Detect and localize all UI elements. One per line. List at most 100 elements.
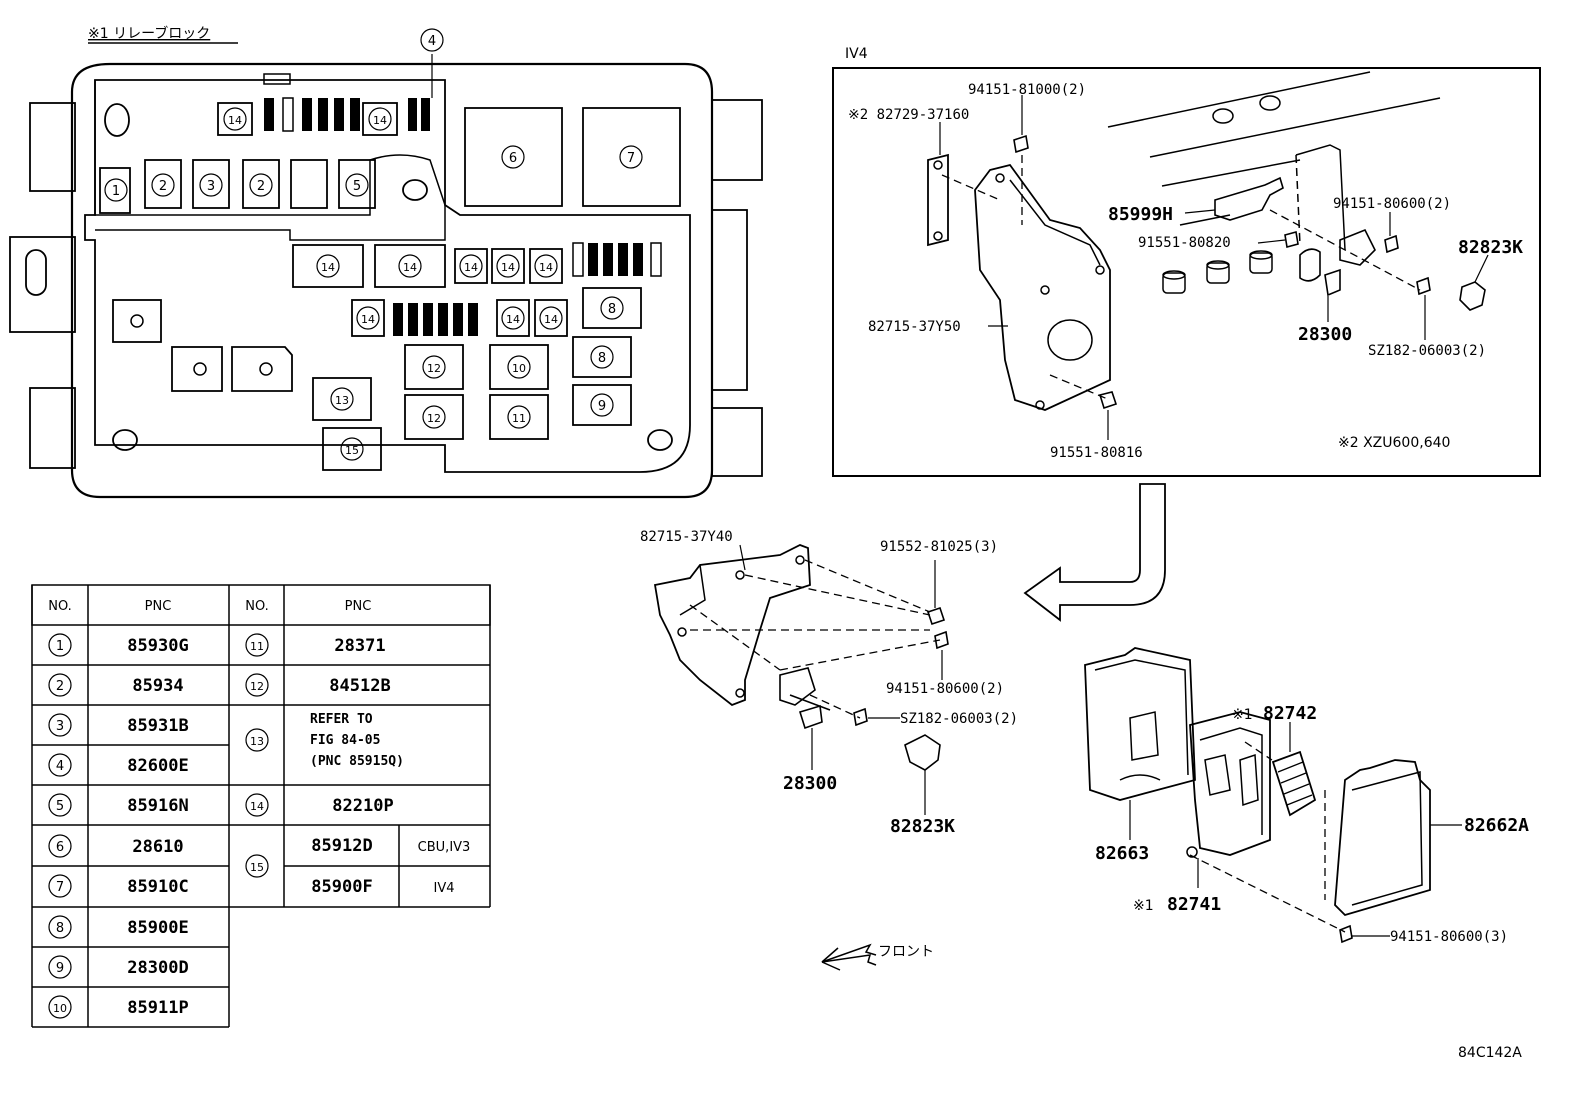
row-13-line2: FIG 84-05 [310, 733, 380, 748]
slot-label: 14 [361, 313, 375, 326]
part-82662a: 82662A [1464, 815, 1529, 836]
note-82742: ※1 [1232, 707, 1253, 723]
row-pnc: 28371 [334, 636, 385, 656]
slot-label: 14 [464, 261, 478, 274]
row-no: 11 [250, 640, 264, 653]
row-pnc: 85911P [127, 998, 188, 1018]
row-15-note-b: IV4 [434, 881, 455, 896]
row-pnc: 85910C [127, 877, 188, 897]
relay-block-exploded: ※1 82742 82663 ※1 82741 82662A 94151-806… [1084, 647, 1529, 945]
row-pnc: 85931B [127, 716, 188, 736]
part-91551-80816: 91551-80816 [1050, 445, 1143, 461]
relay-block-title: ※1 リレーブロック [88, 25, 210, 42]
slot-label: 1 [112, 184, 120, 199]
col-no-header: NO. [245, 599, 269, 614]
slot-label: 8 [598, 351, 606, 366]
row-no: 1 [56, 639, 64, 654]
row-pnc: 85930G [127, 636, 188, 656]
slot-label: 12 [427, 362, 441, 375]
slot-label: 8 [608, 302, 616, 317]
row-13-line1: REFER TO [310, 712, 373, 727]
row-15-note-a: CBU,IV3 [418, 840, 471, 855]
part-91551-80820: 91551-80820 [1138, 235, 1231, 251]
row-no: 14 [250, 800, 264, 813]
parts-table: NO. PNC NO. PNC 1 2 3 4 5 6 7 8 9 10 11 … [31, 584, 491, 1028]
view-arrow-icon [1023, 483, 1166, 622]
row-pnc: 82600E [127, 756, 188, 776]
row-no: 5 [56, 799, 64, 814]
row-no: 6 [56, 840, 64, 855]
row-13-line3: (PNC 85915Q) [310, 754, 404, 769]
col-no-header: NO. [48, 599, 72, 614]
slot-label: 14 [321, 261, 335, 274]
row-pnc: 85912D [311, 836, 372, 856]
slot-label: 12 [427, 412, 441, 425]
part-82715-37y40: 82715-37Y40 [640, 529, 733, 545]
part-94151-81000: 94151-81000(2) [968, 82, 1086, 98]
slot-label: 4 [428, 34, 436, 49]
slot-label: 5 [353, 179, 361, 194]
row-pnc: 28300D [127, 958, 188, 978]
part-82823k-b: 82823K [890, 816, 955, 837]
part-82742: 82742 [1263, 703, 1317, 724]
part-82823k: 82823K [1458, 237, 1523, 258]
row-no: 15 [250, 861, 264, 874]
row-no: 9 [56, 961, 64, 976]
part-82741: 82741 [1167, 894, 1221, 915]
part-28300-b: 28300 [783, 773, 837, 794]
part-91552-81025: 91552-81025(3) [880, 539, 998, 555]
slot-label: 14 [228, 114, 242, 127]
front-arrow-icon [821, 943, 877, 971]
row-pnc: 82210P [332, 796, 393, 816]
slot-label: 14 [373, 114, 387, 127]
row-no: 4 [56, 759, 64, 774]
part-85999h: 85999H [1108, 204, 1173, 225]
part-94151-80600: 94151-80600(2) [1333, 196, 1451, 212]
row-no: 7 [56, 880, 64, 895]
row-pnc: 85900E [127, 918, 188, 938]
slot-label: 2 [257, 179, 265, 194]
row-no: 3 [56, 719, 64, 734]
figure-code: 84C142A [1458, 1045, 1522, 1061]
iv4-title: IV4 [845, 46, 868, 62]
front-label: フロント [878, 944, 934, 960]
part-94151-80600-c: 94151-80600(3) [1390, 929, 1508, 945]
row-pnc: 84512B [329, 676, 390, 696]
col-pnc-header: PNC [145, 599, 172, 614]
part-82729-37160: ※2 82729-37160 [848, 107, 969, 123]
relay-block: ※1 リレーブロック [9, 25, 763, 499]
slot-label: 11 [512, 412, 526, 425]
row-pnc: 28610 [132, 837, 183, 857]
part-28300: 28300 [1298, 324, 1352, 345]
col-pnc-header: PNC [345, 599, 372, 614]
slot-label: 14 [501, 261, 515, 274]
slot-label: 14 [544, 313, 558, 326]
slot-label: 13 [335, 394, 349, 407]
slot-label: 7 [627, 151, 635, 166]
row-pnc: 85934 [132, 676, 183, 696]
iv4-panel: IV4 [832, 46, 1541, 477]
part-82715-37y50: 82715-37Y50 [868, 319, 961, 335]
lower-bracket-assembly: 82715-37Y40 91552-81025(3) 94151-80600(2… [640, 529, 1018, 837]
part-sz182-06003-b: SZ182-06003(2) [900, 711, 1018, 727]
row-no: 12 [250, 680, 264, 693]
row-no: 10 [53, 1002, 67, 1015]
slot-label: 10 [512, 362, 526, 375]
slot-label: 3 [207, 179, 215, 194]
note-82741: ※1 [1133, 898, 1154, 914]
row-no: 13 [250, 735, 264, 748]
part-sz182-06003: SZ182-06003(2) [1368, 343, 1486, 359]
slot-label: 9 [598, 399, 606, 414]
row-pnc: 85916N [127, 796, 188, 816]
slot-label: 14 [506, 313, 520, 326]
slot-label: 15 [345, 444, 359, 457]
row-no: 8 [56, 921, 64, 936]
model-note: ※2 XZU600,640 [1338, 435, 1450, 451]
slot-label: 14 [539, 261, 553, 274]
row-no: 2 [56, 679, 64, 694]
row-pnc: 85900F [311, 877, 372, 897]
slot-label: 2 [159, 179, 167, 194]
slot-label: 6 [509, 151, 517, 166]
part-82663: 82663 [1095, 843, 1149, 864]
